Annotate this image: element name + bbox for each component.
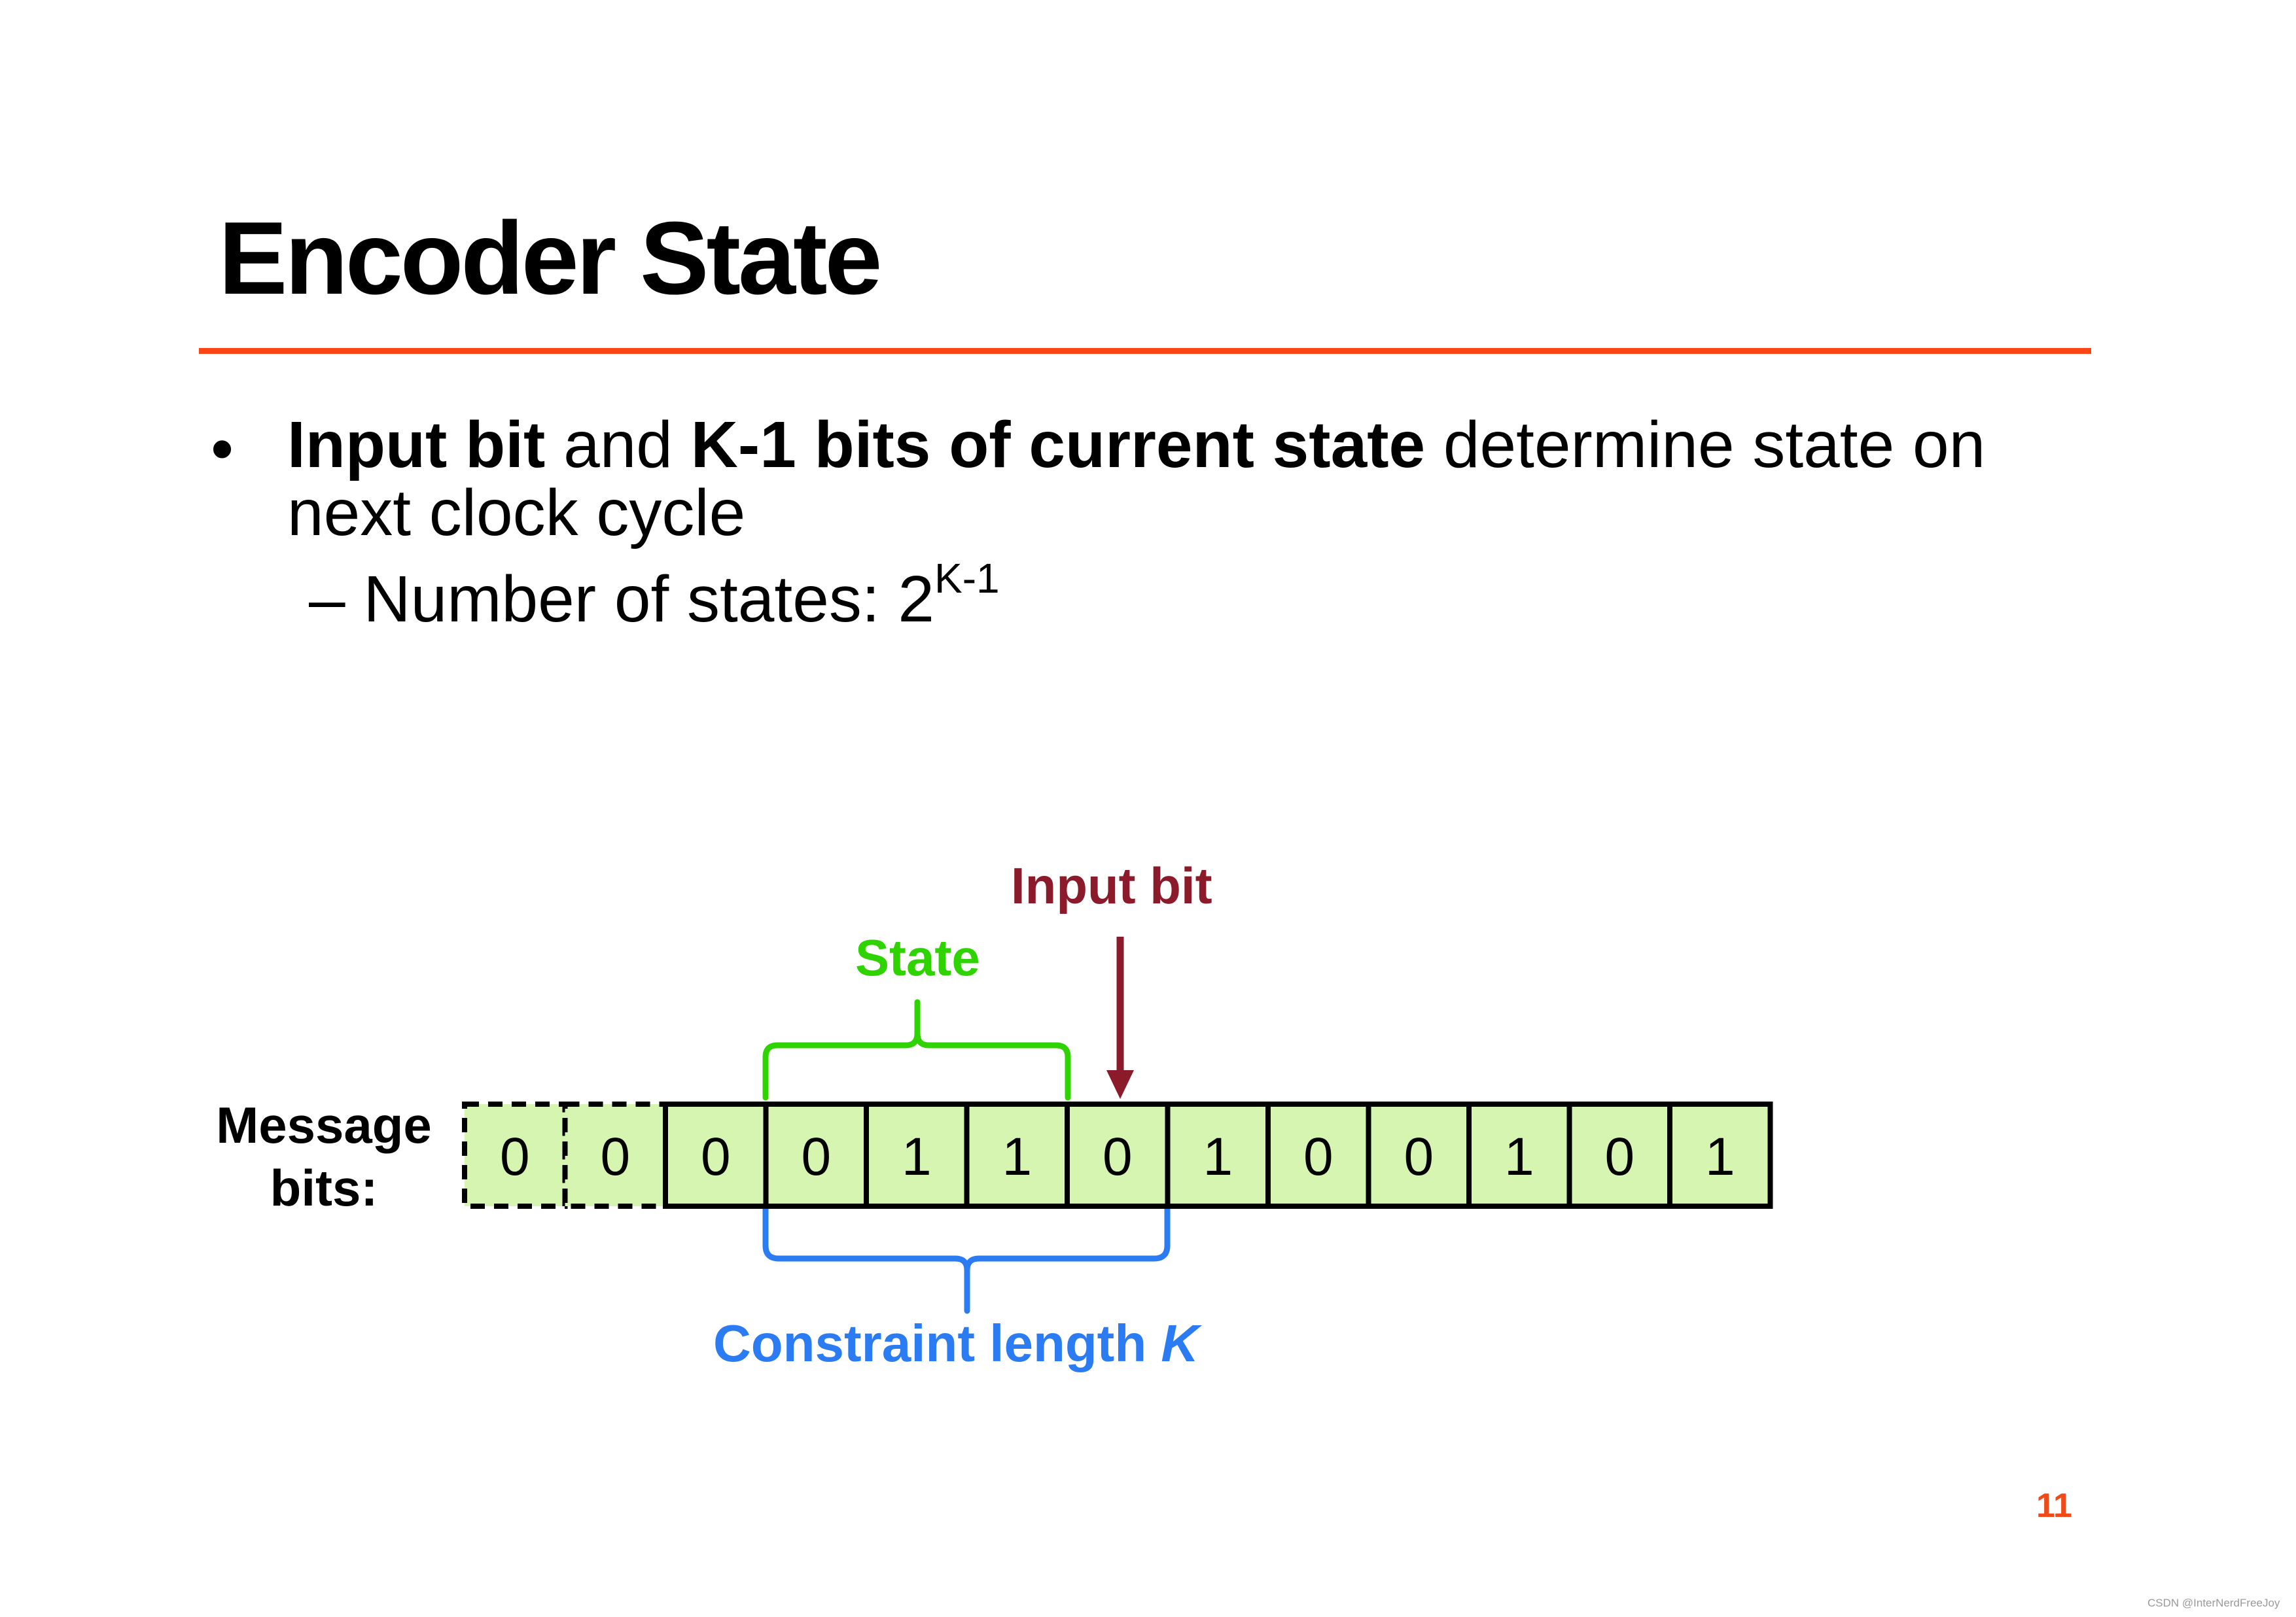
sub-bullet: – Number of states: 2K-1 <box>309 557 1000 632</box>
sub-bullet-text: – Number of states: 2 <box>309 563 935 636</box>
message-bit-cell <box>1466 1102 1572 1209</box>
constraint-length-text: Constraint length <box>713 1314 1161 1372</box>
message-bit-cell <box>663 1102 769 1209</box>
bit-value: 0 <box>1103 1127 1133 1187</box>
sub-bullet-exponent: K-1 <box>934 555 1000 602</box>
title-divider <box>199 348 2091 354</box>
bit-value: 0 <box>1303 1127 1333 1187</box>
message-label-line1: Message <box>216 1096 432 1154</box>
message-bit-cell <box>864 1102 970 1209</box>
message-bit-cell <box>964 1102 1070 1209</box>
bit-value: 1 <box>1504 1127 1534 1187</box>
bit-value: 1 <box>902 1127 932 1187</box>
bullet-bold-state-bits: K-1 bits of current state <box>690 408 1426 481</box>
message-bit-cell <box>1566 1102 1672 1209</box>
main-bullet: Input bit and K-1 bits of current state … <box>287 411 2119 547</box>
bit-value: 0 <box>701 1127 731 1187</box>
message-bit-cell <box>1165 1102 1271 1209</box>
bit-value: 0 <box>600 1127 630 1187</box>
bullet-text-rest: determine state on next clock cycle <box>287 408 1986 549</box>
input-bit-arrow-head <box>1106 1070 1134 1099</box>
bullet-marker: • <box>211 412 234 485</box>
padding-bit-cell <box>462 1102 568 1209</box>
message-bit-cell <box>1065 1102 1171 1209</box>
slide-title: Encoder State <box>219 201 882 316</box>
message-bit-cell <box>1265 1102 1371 1209</box>
bit-value: 0 <box>1604 1127 1634 1187</box>
state-bracket <box>762 999 1071 1101</box>
bullet-bold-input-bit: Input bit <box>287 408 546 481</box>
state-label: State <box>855 929 980 986</box>
bit-value: 0 <box>500 1127 530 1187</box>
bit-value: 1 <box>1002 1127 1032 1187</box>
bit-value: 1 <box>1203 1127 1233 1187</box>
bit-value: 1 <box>1705 1127 1735 1187</box>
constraint-length-label: Constraint length K <box>713 1317 1199 1370</box>
page-number: 11 <box>2036 1487 2072 1525</box>
bit-value: 0 <box>801 1127 831 1187</box>
bullet-text-and: and <box>545 408 691 481</box>
message-bit-cell <box>763 1102 869 1209</box>
constraint-bracket <box>762 1204 1171 1314</box>
message-label-line2: bits: <box>270 1159 378 1217</box>
constraint-length-variable: K <box>1161 1314 1199 1372</box>
bit-value: 0 <box>1404 1127 1434 1187</box>
message-bit-cells: 0 0 0 0 1 1 0 1 0 0 1 0 1 <box>462 1102 1773 1209</box>
input-bit-label: Input bit <box>1011 857 1212 914</box>
watermark-text: CSDN @InterNerdFreeJoy <box>2147 1597 2280 1609</box>
message-bit-cell <box>1667 1102 1773 1209</box>
